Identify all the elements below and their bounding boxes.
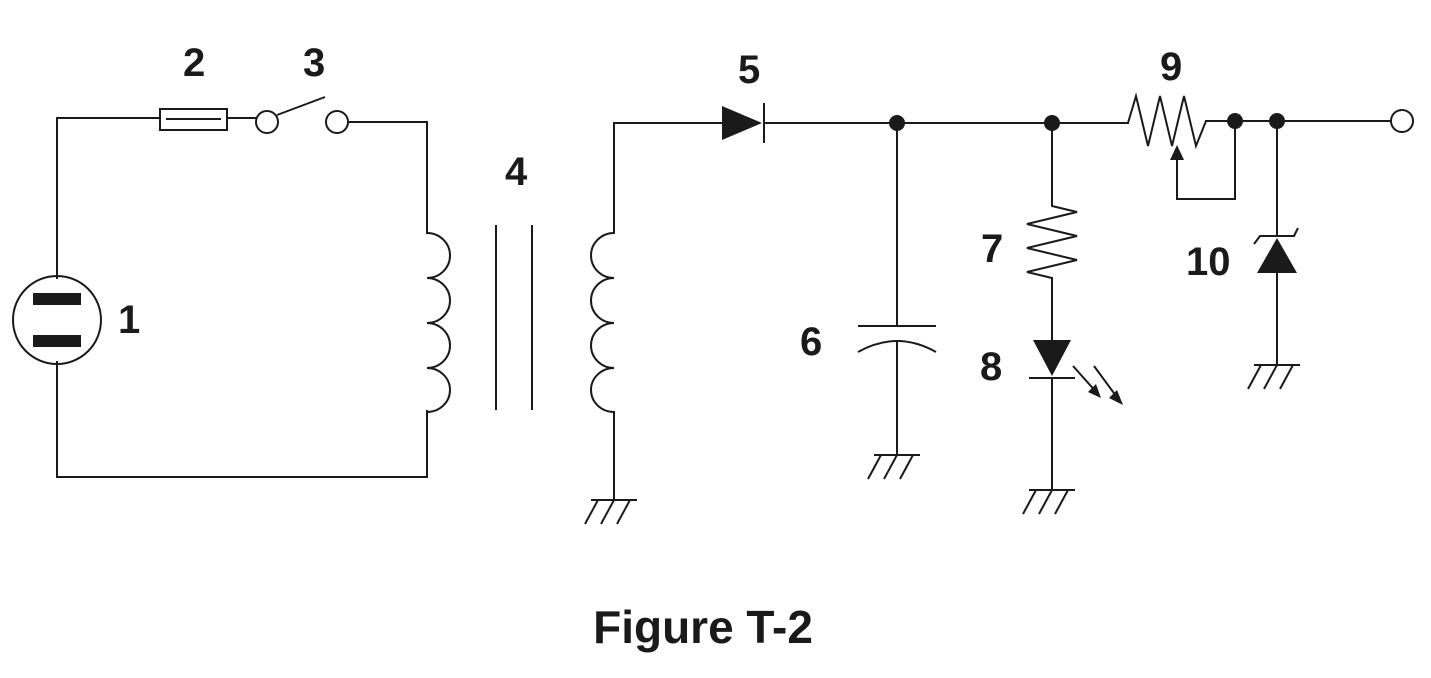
potentiometer-symbol <box>1127 92 1207 150</box>
zener-diode-symbol <box>1253 227 1299 273</box>
ground-symbol <box>1022 489 1075 515</box>
wire-primary-bottom <box>56 361 428 478</box>
ground-symbol <box>584 499 637 525</box>
output-terminal <box>1390 109 1414 133</box>
switch-symbol <box>255 96 349 134</box>
figure-caption: Figure T-2 <box>593 601 813 653</box>
component-label: 9 <box>1160 45 1182 89</box>
transformer-secondary-coil <box>590 232 615 413</box>
transformer-primary-coil <box>426 232 451 413</box>
component-label: 2 <box>183 41 205 85</box>
component-label: 8 <box>980 345 1002 389</box>
ground-symbol <box>867 454 920 480</box>
component-labels: 1 2 3 4 5 6 7 8 9 10 <box>118 41 1231 389</box>
wire-switch-to-transformer <box>348 121 428 234</box>
led-symbol <box>1029 340 1123 405</box>
secondary-circuit <box>584 92 1414 525</box>
fuse-symbol <box>159 108 228 131</box>
component-label: 5 <box>738 48 760 92</box>
ground-symbol <box>1247 364 1300 390</box>
component-label: 7 <box>981 227 1003 271</box>
component-label: 3 <box>303 41 325 85</box>
component-label: 10 <box>1186 240 1231 284</box>
wire-secondary-top <box>613 122 723 234</box>
primary-circuit <box>12 96 451 478</box>
potentiometer-wiper <box>1170 121 1236 200</box>
resistor-symbol <box>1026 205 1078 279</box>
component-label: 4 <box>505 150 528 194</box>
wire-primary-top <box>56 117 161 279</box>
ac-source-symbol <box>12 275 102 365</box>
transformer-core <box>495 225 533 410</box>
component-label: 1 <box>118 298 140 342</box>
component-label: 6 <box>800 320 822 364</box>
diode-symbol <box>722 103 765 143</box>
